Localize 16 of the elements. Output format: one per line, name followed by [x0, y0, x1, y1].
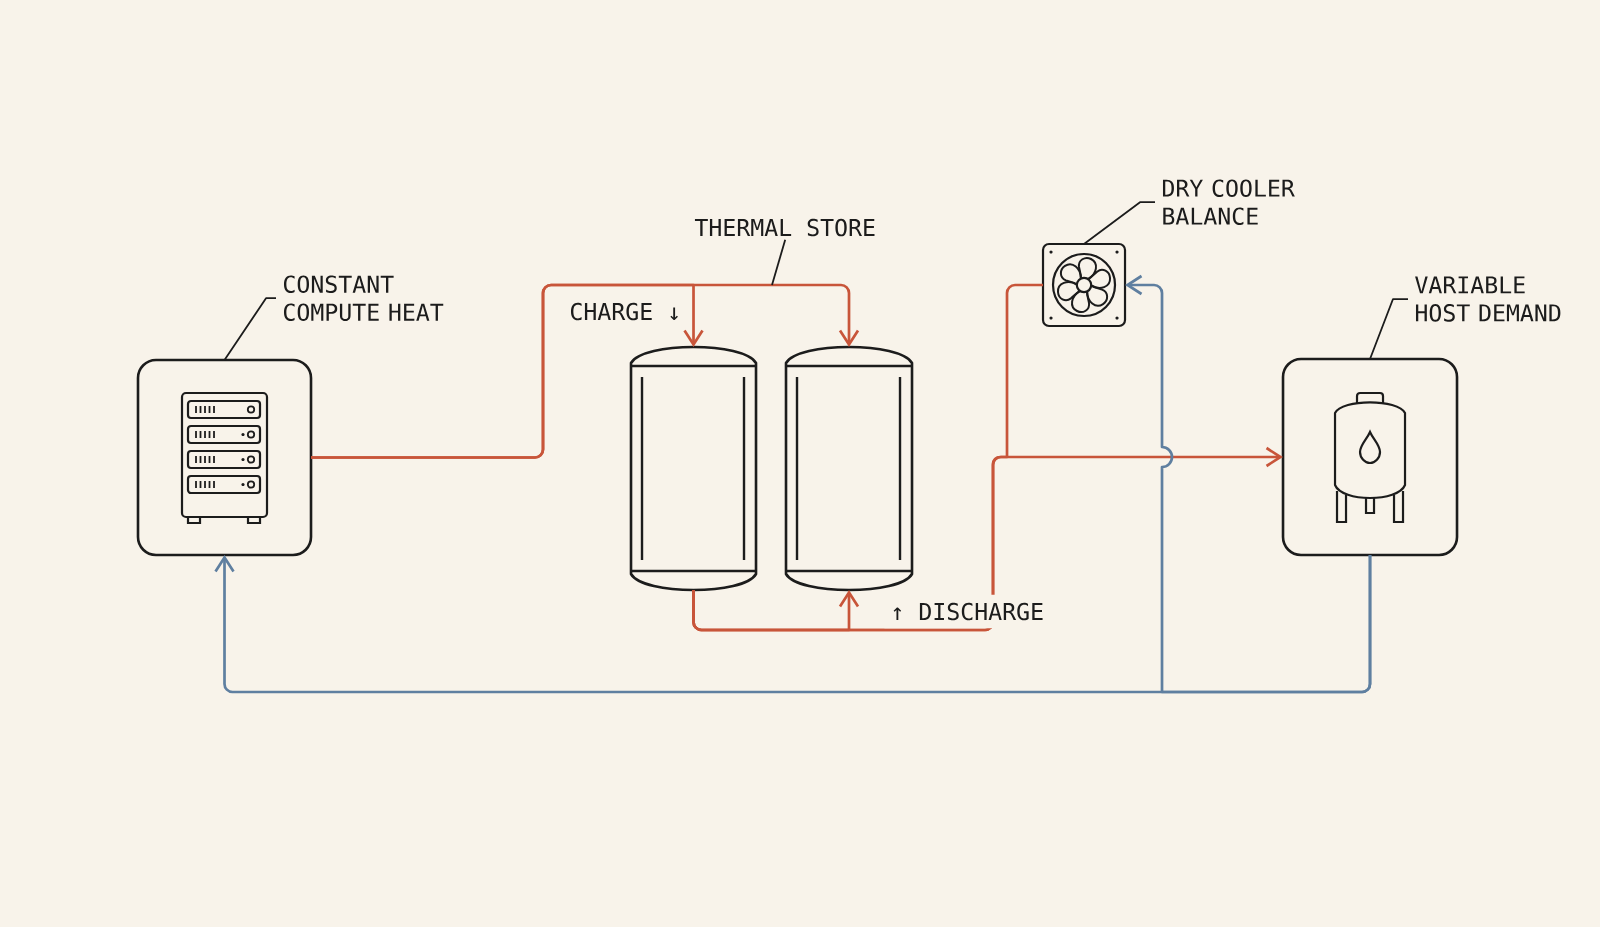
leader-line	[1083, 201, 1156, 245]
pipe-arrow	[311, 283, 860, 459]
pipe-arrow	[1125, 274, 1372, 694]
callout-label: VARIABLE HOST DEMAND	[1415, 276, 1561, 322]
leader-line	[1369, 298, 1409, 360]
flow-label: ↑ DISCHARGE	[884, 594, 1051, 629]
callout-label: DRY COOLER BALANCE	[1163, 179, 1295, 225]
leader-line	[223, 297, 277, 361]
leader-line	[771, 238, 787, 286]
callout-label: CONSTANT COMPUTE HEAT	[283, 275, 444, 321]
pipe-line	[692, 283, 1043, 632]
storage-tank	[629, 345, 758, 592]
fan-icon	[1041, 242, 1127, 328]
storage-tank	[784, 345, 914, 592]
callout-label: THERMAL STORE	[694, 218, 875, 237]
flow-label: CHARGE ↓	[571, 302, 678, 321]
